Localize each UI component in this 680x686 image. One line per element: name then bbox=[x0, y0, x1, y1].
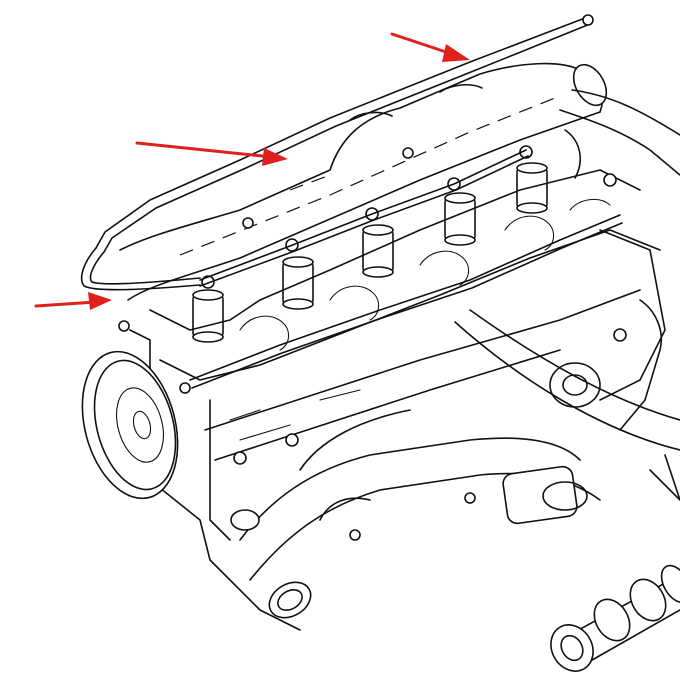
plug-tower bbox=[362, 207, 394, 278]
rear-components bbox=[549, 173, 666, 431]
exploded-view-arrow bbox=[454, 309, 680, 501]
cam-journal bbox=[660, 564, 680, 604]
coolant-outlet bbox=[268, 581, 312, 619]
head-bolt bbox=[179, 382, 191, 394]
breather-hose bbox=[80, 14, 594, 291]
camshaft bbox=[550, 564, 680, 672]
plug-tower bbox=[192, 275, 224, 343]
manifold-bolt bbox=[349, 529, 361, 541]
rear-bolt bbox=[613, 328, 627, 342]
cam-cover bbox=[119, 62, 604, 301]
plug-tower bbox=[444, 177, 476, 246]
red-arrow-middle bbox=[135, 141, 288, 166]
head-bolt bbox=[233, 451, 247, 465]
cam-lobe bbox=[593, 598, 631, 642]
cam-pulley bbox=[81, 350, 179, 500]
cam-lobe bbox=[629, 578, 667, 622]
manifold-bolt bbox=[464, 492, 476, 504]
head-bolt bbox=[118, 320, 130, 332]
manifold-port bbox=[230, 509, 260, 531]
cylinder-head bbox=[118, 289, 641, 631]
plug-towers bbox=[192, 145, 548, 343]
head-bolt bbox=[285, 433, 299, 447]
cover-bolt bbox=[402, 147, 414, 159]
camshaft-carrier bbox=[149, 169, 661, 381]
intake-manifold bbox=[230, 409, 601, 619]
upper-coolant-hose bbox=[559, 63, 680, 179]
hose-end-fitting bbox=[582, 14, 594, 26]
red-arrows bbox=[34, 32, 470, 310]
manifold-flange bbox=[502, 465, 578, 525]
cover-bolt bbox=[242, 217, 254, 229]
rear-bolt bbox=[603, 173, 617, 187]
red-arrow-bottom bbox=[34, 292, 112, 310]
plug-tower bbox=[516, 145, 548, 214]
red-arrow-top bbox=[390, 32, 470, 62]
